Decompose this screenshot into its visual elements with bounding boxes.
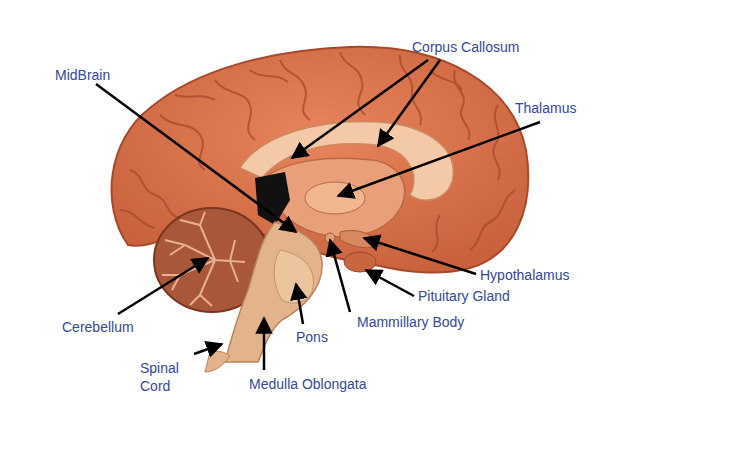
part-label: Cerebellum bbox=[62, 318, 134, 336]
part-label: Spinal Cord bbox=[140, 359, 188, 395]
part-label: Medulla Oblongata bbox=[249, 375, 367, 393]
part-label: Pituitary Gland bbox=[418, 287, 510, 305]
part-label: MidBrain bbox=[55, 66, 110, 84]
part-label: Mammillary Body bbox=[357, 313, 464, 331]
part-label: Thalamus bbox=[515, 99, 576, 117]
part-label: Hypothalamus bbox=[480, 266, 570, 284]
part-label: Pons bbox=[296, 328, 328, 346]
part-label: Corpus Callosum bbox=[412, 38, 519, 56]
